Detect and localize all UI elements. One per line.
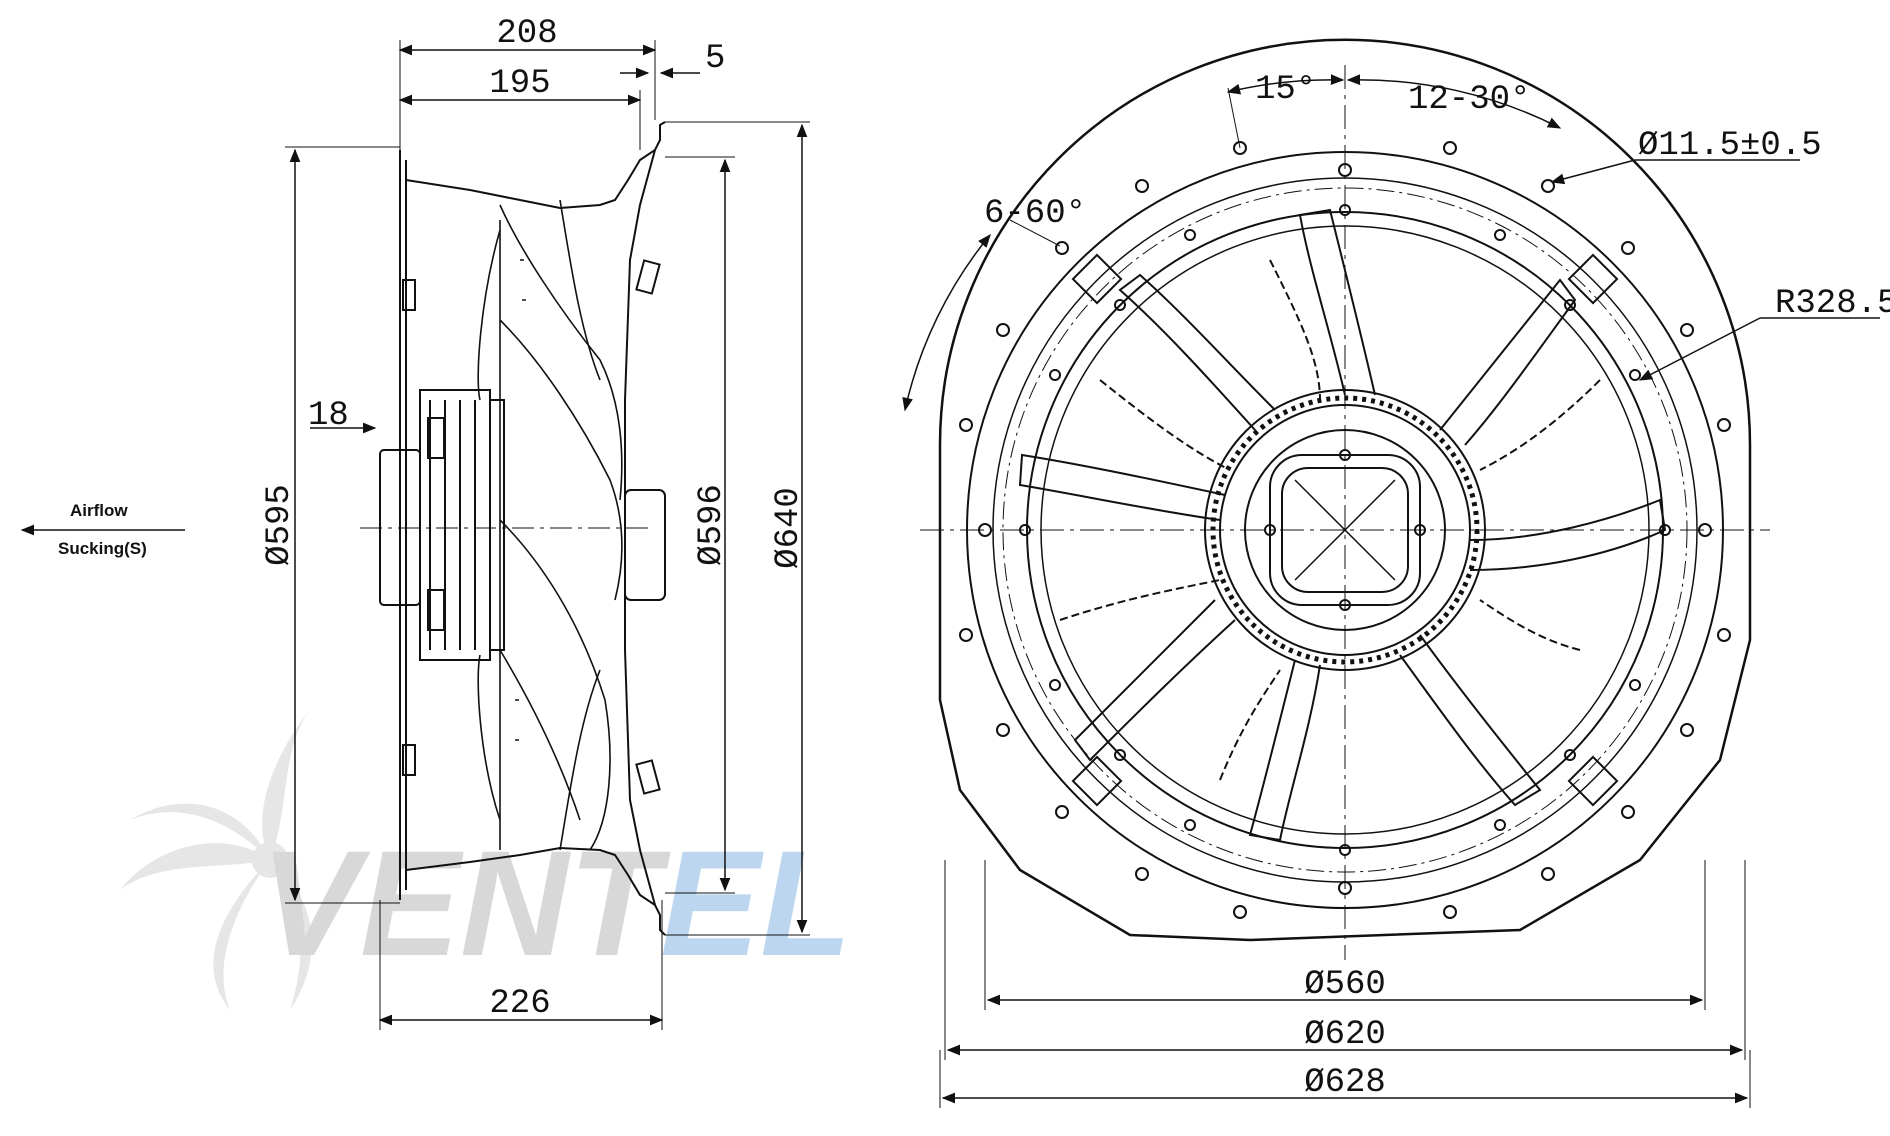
impeller-blades [1018, 208, 1667, 842]
side-view: 208 195 5 Ø595 Ø596 [20, 15, 810, 1030]
sucking-mode-label: Sucking(S) [58, 539, 147, 558]
front-view: 15° 12-30° Ø11.5±0.5 6-60° R328.5 [902, 38, 1890, 1108]
dim-d640-label: Ø640 [770, 487, 808, 569]
dim-18-label: 18 [308, 397, 349, 435]
side-motor [379, 389, 505, 661]
dim-d628-label: Ø628 [1304, 1064, 1386, 1102]
dim-d595-label: Ø595 [261, 484, 299, 566]
angle-12-30-label: 12-30° [1408, 81, 1530, 119]
airflow-label: Airflow [70, 501, 128, 520]
side-housing [399, 121, 666, 936]
dimension-5: 5 [620, 40, 725, 79]
radius-label: R328.5 [1775, 285, 1890, 323]
guard-clamps [1071, 253, 1619, 807]
hole-diameter-callout: Ø11.5±0.5 [1550, 127, 1822, 185]
angle-12-30-dimension: 12-30° [1346, 74, 1562, 129]
bolt-holes [959, 141, 1731, 919]
side-hub-cap [624, 489, 666, 601]
angle-15-dimension: 15° [1226, 71, 1345, 149]
dimension-d560: Ø560 [984, 860, 1706, 1010]
dimension-d628: Ø628 [939, 1050, 1751, 1108]
front-flange-outer [938, 38, 1752, 942]
side-blades [477, 199, 623, 851]
dim-208-label: 208 [496, 15, 557, 53]
dimension-18: 18 [308, 397, 377, 435]
angle-15-label: 15° [1255, 71, 1316, 109]
angle-6-60-dimension: 6-60° [902, 195, 1086, 412]
dimension-d595: Ø595 [261, 146, 400, 904]
dimension-d640: Ø640 [665, 121, 810, 936]
dimension-195: 195 [398, 65, 642, 150]
dim-5-label: 5 [705, 40, 725, 78]
angle-6-60-label: 6-60° [984, 195, 1086, 233]
dim-d620-label: Ø620 [1304, 1016, 1386, 1054]
dim-d596-label: Ø596 [693, 484, 731, 566]
watermark-text-accent: EL [660, 819, 852, 987]
radius-callout: R328.5 [1638, 285, 1890, 381]
dim-195-label: 195 [489, 65, 550, 103]
hole-diameter-label: Ø11.5±0.5 [1638, 127, 1822, 165]
dimension-d596: Ø596 [665, 156, 735, 894]
watermark-fan-icon [120, 710, 312, 1010]
dimension-226: 226 [378, 900, 664, 1030]
dim-d560-label: Ø560 [1304, 966, 1386, 1004]
airflow-indicator: Airflow Sucking(S) [20, 501, 185, 558]
dim-226-label: 226 [489, 985, 550, 1023]
motor-hub [1204, 389, 1486, 671]
dimension-d620: Ø620 [944, 860, 1746, 1060]
dimension-208: 208 [398, 15, 657, 150]
